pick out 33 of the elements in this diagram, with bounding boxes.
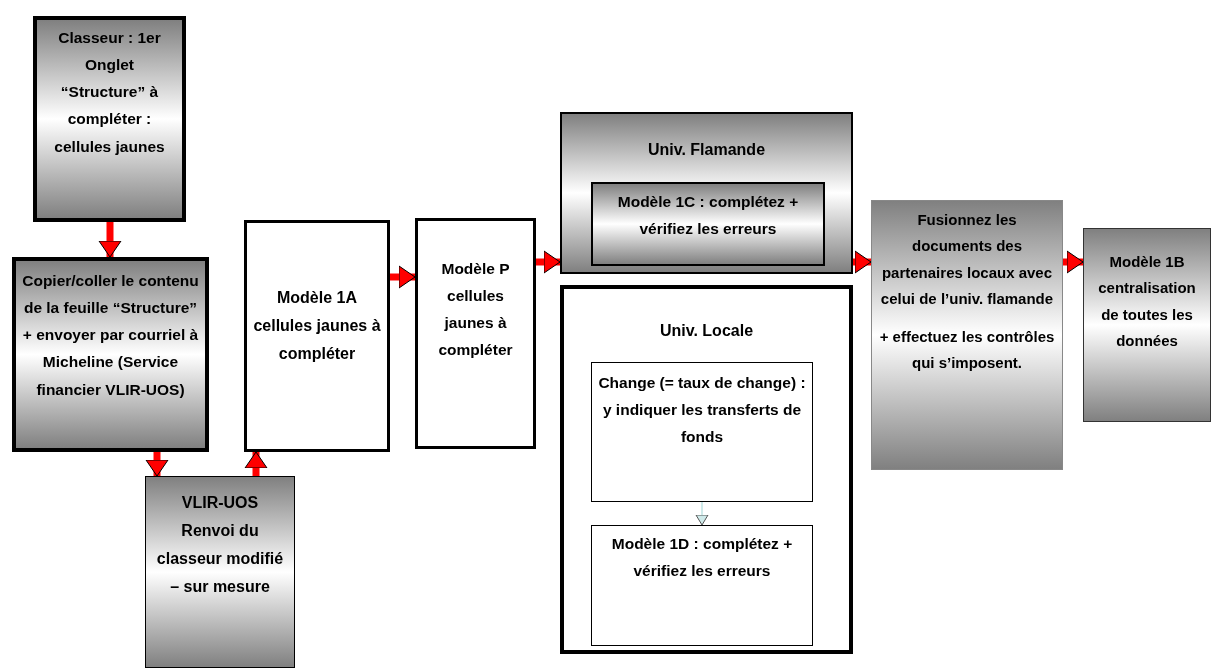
process-box bbox=[12, 257, 209, 452]
box-text: Modèle 1C : complétez + vérifiez les erreurs bbox=[616, 192, 800, 240]
process-box bbox=[591, 525, 813, 646]
arrow bbox=[853, 250, 872, 274]
box-text: Modèle 1A cellules jaunes à compléter bbox=[253, 288, 381, 364]
box-text: Modèle P cellules jaunes à compléter bbox=[437, 259, 514, 361]
box-note: + effectuez les contrôles qui s’imposent. bbox=[878, 327, 1056, 374]
box-text: Copier/coller le contenu de la feuille “Structure” + envoyer par courriel à Micheline (Service financier VLIR-UOS) bbox=[22, 271, 199, 400]
group-panel bbox=[560, 112, 853, 274]
arrow bbox=[1063, 250, 1084, 274]
box-text: Univ. Locale bbox=[659, 321, 754, 341]
arrow bbox=[145, 452, 169, 477]
process-box bbox=[1083, 228, 1211, 422]
box-text: Modèle 1B centralisation de toutes les données bbox=[1097, 252, 1197, 351]
process-box bbox=[871, 200, 1063, 470]
arrow bbox=[98, 222, 122, 258]
process-box bbox=[591, 182, 825, 266]
process-box bbox=[244, 220, 390, 452]
process-box bbox=[33, 16, 186, 222]
box-text: Change (= taux de change) : y indiquer les transferts de fonds bbox=[598, 373, 806, 448]
process-box bbox=[415, 218, 536, 449]
group-panel bbox=[560, 285, 853, 654]
arrow bbox=[695, 501, 709, 526]
process-box bbox=[145, 476, 295, 668]
box-text: Univ. Flamande bbox=[647, 140, 766, 160]
arrow bbox=[244, 451, 268, 476]
arrow bbox=[536, 250, 561, 274]
process-box bbox=[591, 362, 813, 502]
box-text: Modèle 1D : complétez + vérifiez les erreurs bbox=[610, 534, 794, 582]
box-text: VLIR-UOS Renvoi du classeur modifié – sur mesure bbox=[156, 493, 284, 597]
box-text: Classeur : 1er Onglet “Structure” à compléter : cellules jaunes bbox=[53, 28, 166, 157]
box-text: Fusionnez les documents des partenaires locaux avec celui de l’univ. flamande bbox=[879, 210, 1055, 309]
arrow bbox=[390, 265, 416, 289]
